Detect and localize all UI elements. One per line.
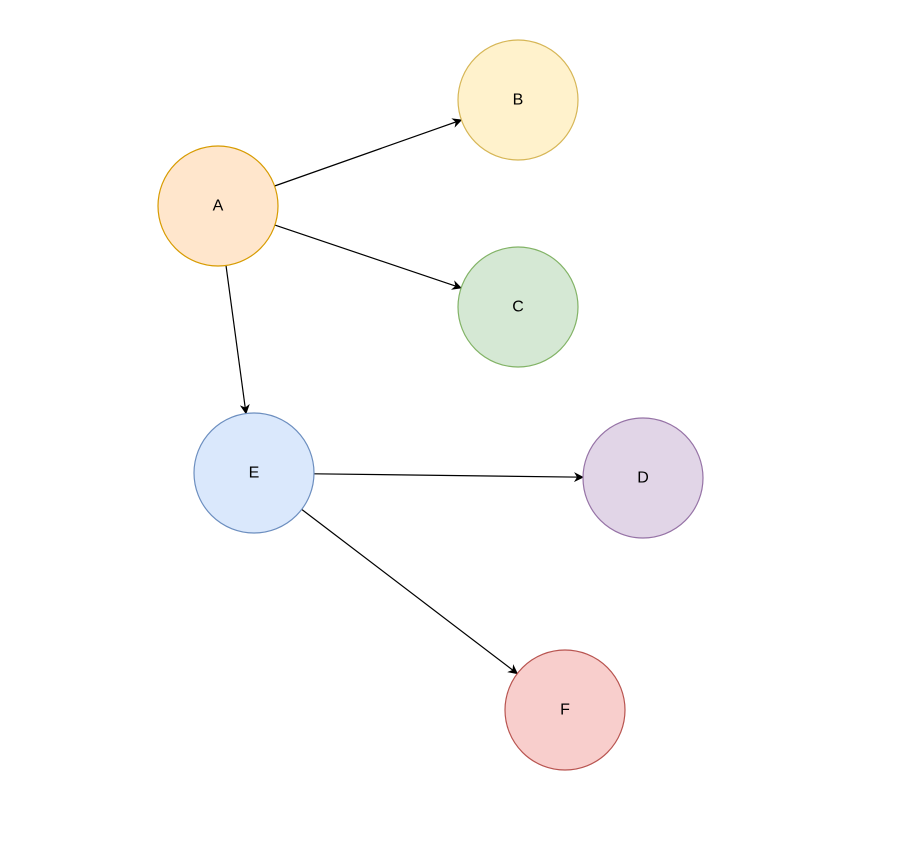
edge-e-to-f (301, 508, 519, 675)
node-c-circle[interactable] (457, 246, 579, 368)
node-c-label: C (512, 299, 524, 316)
node-f-label: F (560, 702, 570, 719)
node-b-circle[interactable] (457, 39, 579, 161)
node-f-circle[interactable] (504, 649, 626, 771)
node-b-label: B (513, 92, 524, 109)
node-d[interactable]: D (582, 417, 704, 539)
node-d-circle[interactable] (582, 417, 704, 539)
node-f[interactable]: F (504, 649, 626, 771)
nodes-layer: A B C E D F (157, 39, 704, 771)
node-b[interactable]: B (457, 39, 579, 161)
node-e-circle[interactable] (193, 412, 315, 534)
node-c[interactable]: C (457, 246, 579, 368)
node-a[interactable]: A (157, 145, 279, 267)
edge-e-to-d (313, 472, 584, 483)
node-d-label: D (637, 470, 649, 487)
node-e[interactable]: E (193, 412, 315, 534)
node-a-label: A (213, 198, 224, 215)
edge-a-to-b (274, 118, 463, 187)
edge-a-to-c (274, 224, 463, 290)
edges-layer (225, 118, 584, 675)
edge-a-to-e (225, 265, 250, 415)
node-e-label: E (249, 465, 260, 482)
node-a-circle[interactable] (157, 145, 279, 267)
